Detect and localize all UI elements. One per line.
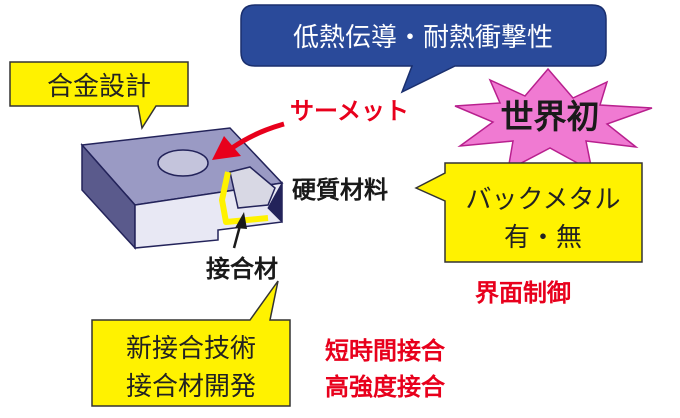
- new-bonding-tech-line1: 新接合技術: [126, 334, 256, 364]
- cermet-arrow-head: [212, 136, 241, 160]
- cermet-label: サーメット: [290, 97, 409, 125]
- alloy-design-text: 合金設計: [47, 72, 151, 102]
- bonding-material-label-group: 接合材: [206, 212, 278, 283]
- cermet-arrow-shaft: [230, 121, 285, 151]
- world-first-starburst: 世界初: [454, 67, 653, 173]
- bonding-layer: [219, 171, 269, 225]
- alloy-design-callout: 合金設計: [9, 61, 189, 131]
- thermal-property-callout: 低熱伝導・耐熱衝撃性: [240, 4, 607, 94]
- bonding-material-label: 接合材: [206, 255, 278, 283]
- thermal-property-text: 低熱伝導・耐熱衝撃性: [293, 23, 553, 53]
- new-bonding-tech-line2: 接合材開発: [126, 372, 256, 402]
- cermet-label-group: サーメット: [212, 97, 409, 160]
- back-metal-line2: 有・無: [504, 223, 582, 253]
- insert-right-edge: [267, 181, 283, 224]
- cutting-insert: [80, 127, 284, 250]
- short-time-bonding-label: 短時間接合: [325, 337, 446, 365]
- new-bonding-tech-callout: 新接合技術 接合材開発: [91, 280, 291, 407]
- world-first-text: 世界初: [501, 97, 600, 136]
- interface-control-label: 界面制御: [475, 279, 571, 307]
- bonding-arrow-head: [235, 212, 247, 229]
- back-metal-callout: バックメタル 有・無: [414, 162, 643, 263]
- high-strength-bonding-label: 高強度接合: [325, 373, 446, 401]
- back-metal-line1: バックメタル: [466, 185, 621, 215]
- hard-material-tip: [229, 166, 276, 209]
- hard-material-label: 硬質材料: [292, 176, 388, 204]
- insert-center-hole: [157, 149, 209, 177]
